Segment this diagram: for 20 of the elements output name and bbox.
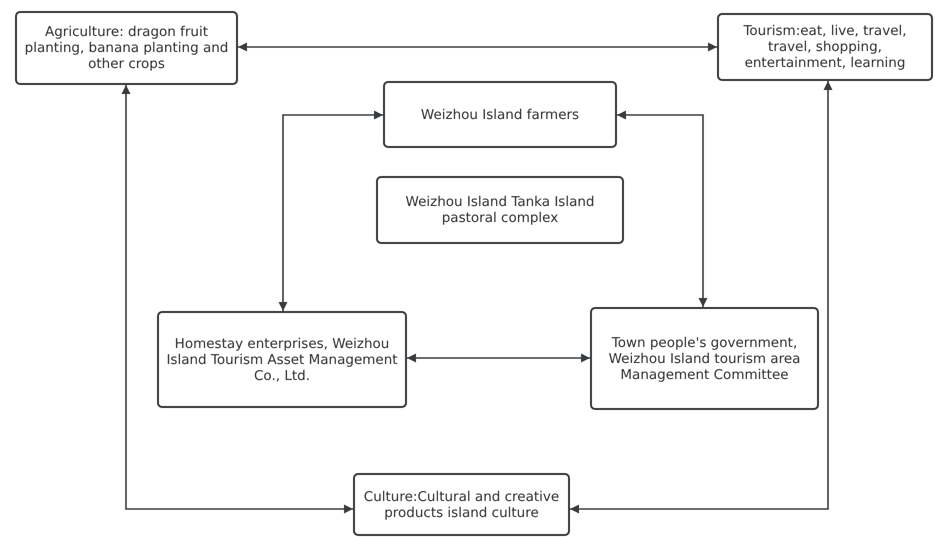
process-box	[376, 176, 624, 244]
process-box	[717, 13, 933, 81]
process-box	[383, 81, 617, 148]
process-box	[15, 11, 238, 85]
node-text: Homestay enterprises, Weizhou Island Tourism Asset Management Co., Ltd.	[165, 336, 399, 384]
process-box	[157, 311, 407, 408]
node-text: Tourism:eat, live, travel, travel, shopping, entertainment, learning	[742, 23, 908, 71]
arrow	[238, 42, 717, 52]
node-text: Culture:Cultural and creative products island culture	[362, 488, 560, 520]
arrow	[122, 85, 353, 514]
node-text: Town people's government, Weizhou Island tourism area Management Committee	[608, 334, 802, 382]
node-text: Weizhou Island farmers	[420, 106, 580, 122]
process-box	[590, 307, 819, 410]
arrow	[407, 354, 590, 362]
arrow	[570, 81, 832, 514]
arrow	[278, 110, 383, 311]
process-box	[353, 473, 570, 536]
node-text: Weizhou Island Tanka Island pastoral complex	[404, 194, 596, 226]
arrow	[617, 110, 708, 307]
node-text: Agriculture: dragon fruit planting, banana planting and other crops	[24, 24, 230, 72]
